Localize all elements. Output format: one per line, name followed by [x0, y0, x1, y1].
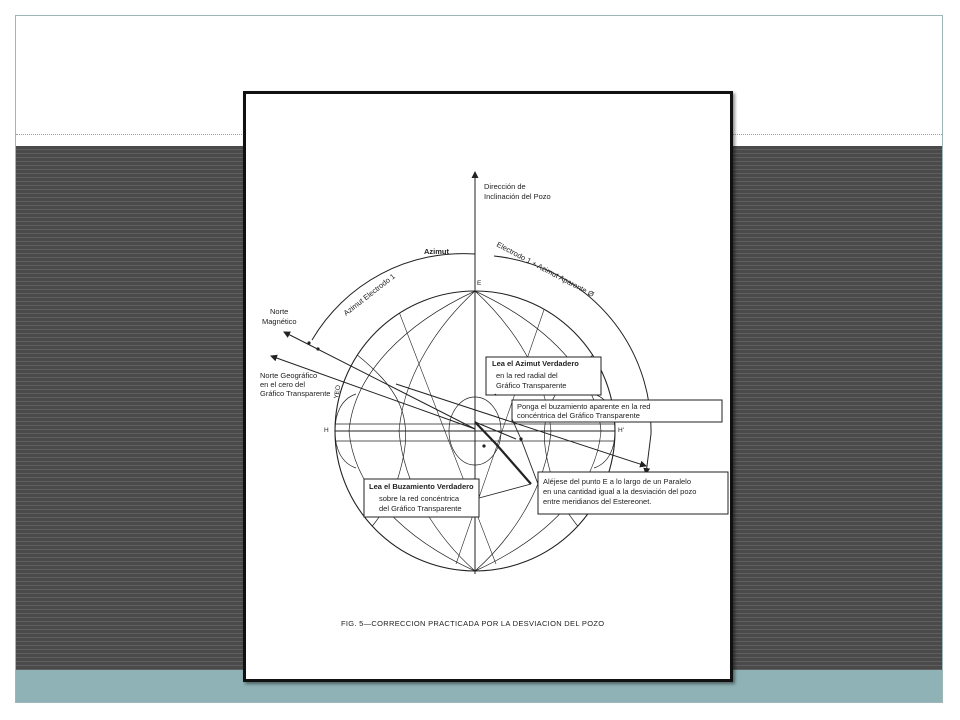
point-e: E [477, 280, 482, 287]
figure-caption: FIG. 5—CORRECCION PRACTICADA POR LA DESV… [341, 619, 604, 628]
direction-label-2: Inclinación del Pozo [484, 192, 551, 201]
point-marker-4 [307, 341, 311, 345]
norte-geografico-label-3: Gráfico Transparente [260, 389, 330, 398]
alejese-box: Aléjese del punto E a lo largo de un Par… [520, 438, 729, 515]
arrow-to-right [395, 383, 647, 468]
azimuth-arc [311, 253, 476, 341]
norte-geografico-line [270, 354, 476, 430]
correction-path [474, 421, 532, 485]
electrodo-right-label: Electrodo 1 + Azimut Aparente Ø [495, 240, 596, 299]
alejese-line3: entre meridianos del Estereonet. [543, 497, 651, 506]
alejese-line2: en una cantidad igual a la desviación de… [543, 487, 696, 496]
point-h: H [324, 427, 329, 434]
azimut-box-line1: en la red radial del [496, 371, 558, 380]
buzamiento-aparente-box: Ponga el buzamiento aparente en la red c… [511, 399, 723, 440]
buzamiento-verdadero-box: Lea el Buzamiento Verdadero sobre la red… [363, 478, 532, 518]
norte-geografico-label-1: Norte Geográfico [260, 371, 317, 380]
azimut-box-line2: Gráfico Transparente [496, 381, 566, 390]
point-marker-5 [316, 347, 320, 351]
buzamiento-ap-line1: Ponga el buzamiento aparente en la red [517, 402, 650, 411]
azimut-label: Azimut [424, 247, 450, 256]
parallel-move [474, 421, 517, 440]
side-mark: YEO [333, 385, 342, 400]
point-h-prime: H' [618, 427, 624, 434]
stereonet-diagram: Dirección de Inclinación del Pozo H H' E… [260, 171, 729, 628]
azimut-verdadero-box: Lea el Azimut Verdadero en la red radial… [485, 356, 602, 396]
figure-image: Dirección de Inclinación del Pozo H H' E… [243, 91, 733, 682]
alejese-line1: Aléjese del punto E a lo largo de un Par… [543, 477, 691, 486]
buzamiento-box-line2: del Gráfico Transparente [379, 504, 462, 513]
norte-magnetico-label-2: Magnético [262, 317, 297, 326]
buzamiento-box-title: Lea el Buzamiento Verdadero [369, 482, 474, 491]
buzamiento-box-line1: sobre la red concéntrica [379, 494, 460, 503]
norte-magnetico-line [283, 331, 476, 430]
point-marker-3 [482, 444, 486, 448]
azimut-box-title: Lea el Azimut Verdadero [492, 359, 579, 368]
buzamiento-ap-line2: concéntrica del Gráfico Transparente [517, 411, 640, 420]
direction-label-1: Dirección de [484, 182, 526, 191]
norte-geografico-label-2: en el cero del [260, 380, 305, 389]
norte-magnetico-label-1: Norte [270, 307, 288, 316]
